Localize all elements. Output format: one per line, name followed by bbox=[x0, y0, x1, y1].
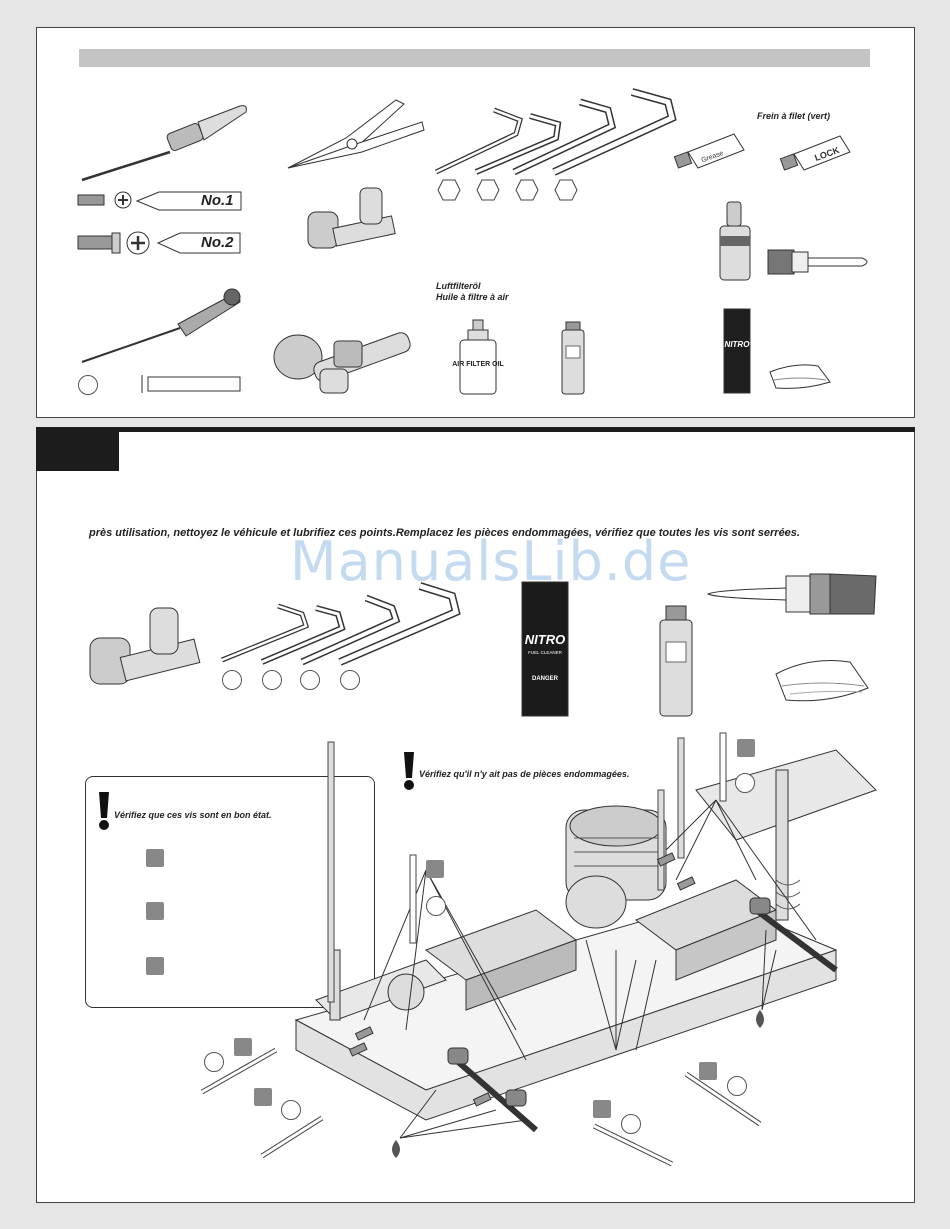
nitro-cleaner-large-icon: NITRO FUEL CLEANER DANGER bbox=[521, 581, 569, 717]
callout-rod-right-1 bbox=[684, 1071, 762, 1127]
section-number-tab bbox=[36, 431, 119, 471]
screw-check-box bbox=[85, 776, 375, 1008]
air-filter-oil-bottle-label: AIR FILTER OIL bbox=[452, 361, 504, 368]
callout-marker-d bbox=[254, 1088, 272, 1106]
warning-exclamation-icon-box bbox=[99, 792, 109, 830]
callout-rod-front-left bbox=[409, 854, 417, 944]
callout-marker-a bbox=[426, 860, 444, 878]
hex-size-marker-3 bbox=[515, 179, 539, 201]
callout-circle-d bbox=[281, 1100, 301, 1120]
callout-circle-b bbox=[735, 773, 755, 793]
chassis-diagram bbox=[294, 737, 877, 1158]
screw-check-notice: Vérifiez que ces vis sont en bon état. bbox=[114, 810, 272, 820]
callout-rod-left-2 bbox=[260, 1115, 324, 1159]
threadlock-tube-icon: LOCK bbox=[779, 135, 851, 171]
nitro-cleaner-small-icon: NITRO bbox=[723, 308, 751, 394]
flat-screwdriver-icon bbox=[81, 288, 241, 363]
callout-rod-right-2 bbox=[592, 1123, 674, 1167]
cross-wrench-large-icon bbox=[89, 607, 201, 685]
nitro-large-subtitle: FUEL CLEANER bbox=[528, 650, 563, 655]
nitro-large-warning: DANGER bbox=[532, 676, 559, 682]
air-filter-oil-label-de: Luftfilteröl bbox=[436, 281, 481, 291]
callout-marker-f bbox=[593, 1100, 611, 1118]
grease-tube-icon: Grease bbox=[673, 133, 745, 169]
paint-brush-large-icon bbox=[706, 573, 877, 615]
callout-marker-b bbox=[737, 739, 755, 757]
screwdriver-size-no2: No.2 bbox=[201, 234, 234, 251]
hex-size-circle-3 bbox=[300, 670, 320, 690]
hex-size-circle-4 bbox=[340, 670, 360, 690]
callout-marker-e bbox=[699, 1062, 717, 1080]
hex-size-marker-4 bbox=[554, 179, 578, 201]
maintenance-instruction: près utilisation, nettoyez le véhicule e… bbox=[89, 527, 800, 539]
damage-notice: Vérifiez qu'il n'y ait pas de pièces end… bbox=[419, 769, 630, 779]
screw-check-marker-3 bbox=[146, 957, 164, 975]
hex-size-circle-1 bbox=[222, 670, 242, 690]
tools-header-bar bbox=[79, 49, 870, 67]
nitro-large-title: NITRO bbox=[525, 632, 565, 647]
callout-circle-f bbox=[621, 1114, 641, 1134]
hex-keys-large-icon bbox=[221, 582, 461, 666]
hex-keys-top-icon bbox=[434, 88, 677, 176]
air-filter-oil-label-fr: Huile à filtre à air bbox=[436, 292, 509, 302]
callout-circle-e bbox=[727, 1076, 747, 1096]
flat-tip-circle-icon bbox=[78, 375, 98, 395]
long-nose-pliers-icon bbox=[287, 99, 425, 169]
flat-tip-profile-icon bbox=[141, 375, 241, 393]
cloth-large-icon bbox=[775, 660, 869, 702]
phillips-screwdriver-icon bbox=[81, 105, 247, 182]
hex-size-circle-2 bbox=[262, 670, 282, 690]
callout-circle-c bbox=[204, 1052, 224, 1072]
cross-wrench-icon bbox=[307, 187, 396, 249]
hex-size-marker-1 bbox=[437, 179, 461, 201]
callout-rod-rear bbox=[719, 732, 727, 802]
cloth-small-icon bbox=[769, 364, 831, 389]
screwdriver-size-no1: No.1 bbox=[201, 192, 234, 209]
section-top-rule bbox=[36, 427, 915, 432]
screw-no2-icon bbox=[77, 231, 150, 255]
paint-brush-small-icon bbox=[767, 249, 868, 275]
warning-exclamation-icon bbox=[404, 752, 414, 790]
screwdriver-tip-no1-icon bbox=[135, 191, 242, 211]
four-way-wrench-icon bbox=[273, 332, 411, 394]
air-filter-oil-bottle-icon: AIR FILTER OIL bbox=[452, 319, 505, 395]
watermark-text: ManualsLib.de bbox=[290, 530, 692, 593]
screw-no1-icon bbox=[77, 191, 132, 209]
spray-can-small-icon bbox=[561, 321, 585, 395]
screw-check-marker-2 bbox=[146, 902, 164, 920]
callout-rod-left-1 bbox=[200, 1047, 278, 1095]
threadlock-label: Frein à filet (vert) bbox=[757, 111, 831, 121]
spray-can-large-icon bbox=[659, 605, 693, 717]
screwdriver-tip-no2-icon bbox=[156, 232, 241, 254]
nitro-small-label: NITRO bbox=[725, 340, 751, 349]
callout-circle-a bbox=[426, 896, 446, 916]
screw-check-marker-1 bbox=[146, 849, 164, 867]
callout-marker-c bbox=[234, 1038, 252, 1056]
hex-size-marker-2 bbox=[476, 179, 500, 201]
oil-bottle-icon bbox=[719, 201, 751, 281]
